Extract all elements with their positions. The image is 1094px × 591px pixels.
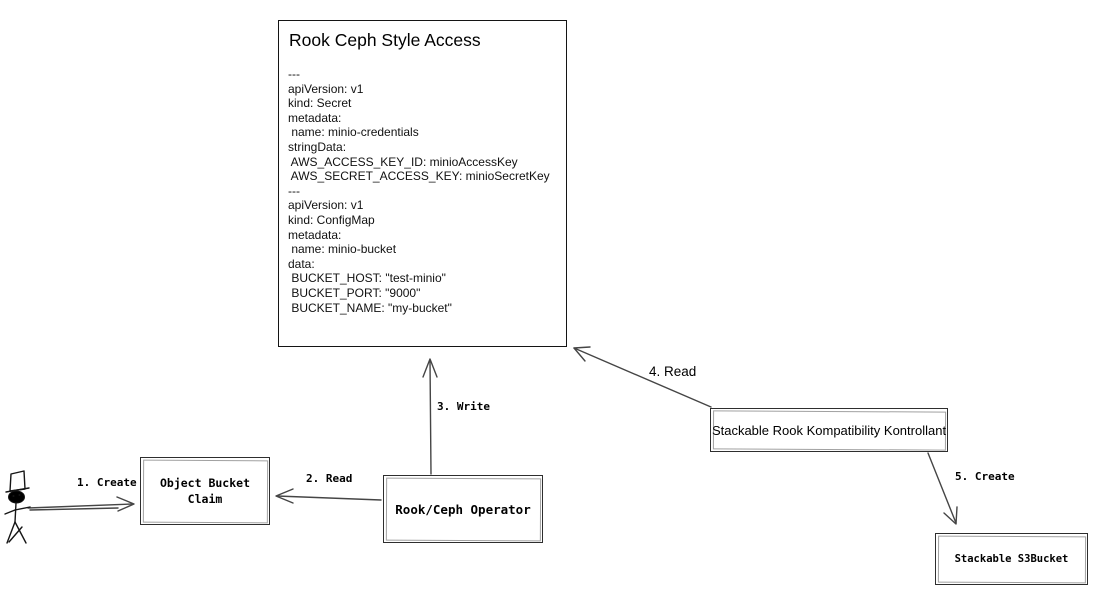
edge-label-5-create: 5. Create <box>955 470 1015 483</box>
arrow-3-write <box>422 358 438 475</box>
node-stackable-s3bucket: Stackable S3Bucket <box>935 533 1088 585</box>
edge-label-2-read: 2. Read <box>306 472 353 485</box>
arrow-2-read <box>275 488 382 504</box>
arrow-5-create <box>927 452 958 525</box>
rook-ceph-access-title: Rook Ceph Style Access <box>289 30 481 50</box>
edge-label-4-read: 4. Read <box>649 364 697 379</box>
stick-figure-user-icon <box>4 470 31 544</box>
edge-label-3-write: 3. Write <box>437 400 490 413</box>
node-rook-ceph-operator: Rook/Ceph Operator <box>383 475 543 543</box>
edge-label-1-create: 1. Create <box>77 476 137 489</box>
rook-ceph-access-yaml: --- apiVersion: v1 kind: Secret metadata… <box>288 67 550 315</box>
node-object-bucket-claim: Object Bucket Claim <box>140 457 270 525</box>
arrow-1-create <box>27 496 135 512</box>
node-stackable-kontrollant: Stackable Rook Kompatibility Kontrollant <box>710 408 948 452</box>
rook-ceph-access-box: Rook Ceph Style Access --- apiVersion: v… <box>278 20 567 347</box>
